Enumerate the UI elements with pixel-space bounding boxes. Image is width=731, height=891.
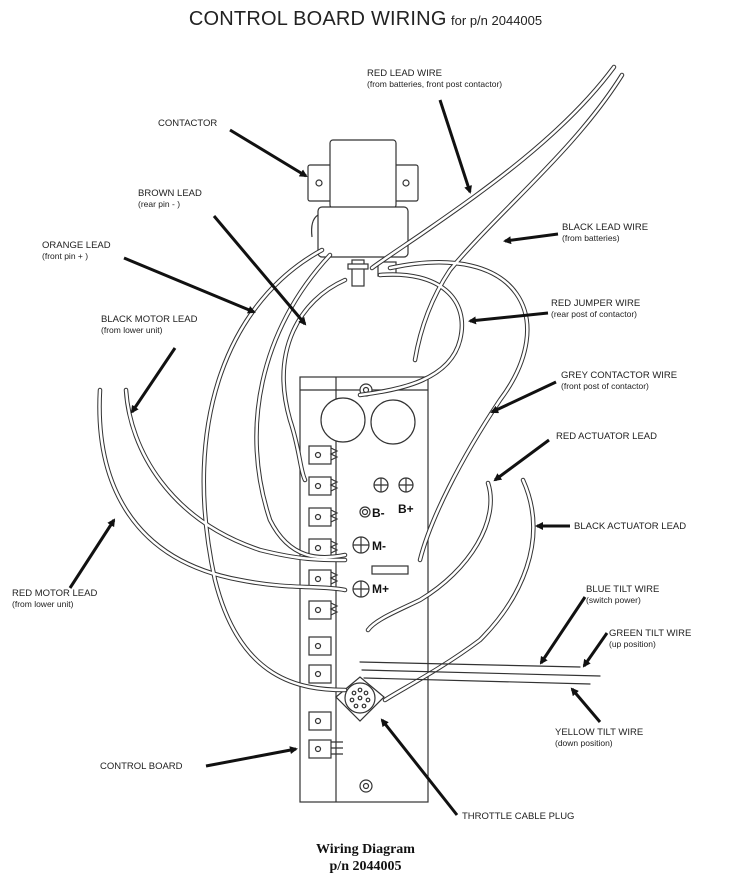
label-red-motor-lead-text: RED MOTOR LEAD (12, 588, 98, 599)
label-grey-contactor-wire-text: GREY CONTACTOR WIRE (561, 370, 678, 381)
label-control-board: CONTROL BOARD (100, 761, 183, 772)
throttle-cable-plug (335, 676, 385, 722)
label-black-lead-wire: BLACK LEAD WIRE(from batteries) (562, 222, 648, 244)
label-yellow-tilt-wire-text: YELLOW TILT WIRE (555, 727, 644, 738)
terminal-m-plus: M+ (372, 582, 390, 596)
title-suffix: for p/n 2044005 (451, 13, 543, 28)
blue-tilt-wire (359, 661, 581, 668)
label-yellow-tilt-wire-sub: (down position) (555, 738, 613, 748)
label-red-motor-lead: RED MOTOR LEAD(from lower unit) (12, 588, 97, 610)
label-black-lead-wire-text: BLACK LEAD WIRE (562, 222, 649, 233)
yellow-tilt-wire (363, 677, 591, 685)
label-contactor: CONTACTOR (158, 118, 217, 129)
terminal-b-minus: B- (372, 506, 385, 520)
label-red-motor-lead-sub: (from lower unit) (12, 599, 74, 609)
label-grey-contactor-wire: GREY CONTACTOR WIRE(front post of contac… (561, 370, 677, 392)
label-black-lead-wire-sub: (from batteries) (562, 233, 620, 243)
label-orange-lead-text: ORANGE LEAD (42, 240, 111, 251)
label-black-actuator-lead: BLACK ACTUATOR LEAD (574, 521, 686, 532)
terminal-m-minus: M- (372, 539, 386, 553)
label-blue-tilt-wire-text: BLUE TILT WIRE (586, 584, 660, 595)
label-brown-lead-text: BROWN LEAD (138, 188, 202, 199)
label-blue-tilt-wire: BLUE TILT WIRE(switch power) (586, 584, 659, 606)
label-red-lead-wire-text: RED LEAD WIRE (367, 68, 442, 79)
label-brown-lead: BROWN LEAD(rear pin - ) (138, 188, 202, 210)
wires (97, 64, 625, 703)
label-black-motor-lead: BLACK MOTOR LEAD(from lower unit) (101, 314, 197, 336)
label-throttle-cable-plug: THROTTLE CABLE PLUG (462, 811, 574, 822)
caption-line-2: p/n 2044005 (329, 859, 402, 874)
label-grey-contactor-wire-sub: (front post of contactor) (561, 381, 649, 391)
label-green-tilt-wire: GREEN TILT WIRE(up position) (609, 628, 691, 650)
label-contactor-text: CONTACTOR (158, 118, 218, 129)
label-yellow-tilt-wire: YELLOW TILT WIRE(down position) (555, 727, 643, 749)
label-black-motor-lead-sub: (from lower unit) (101, 325, 163, 335)
diagram-title: CONTROL BOARD WIRING for p/n 2044005 (0, 8, 731, 31)
label-red-lead-wire-sub: (from batteries, front post contactor) (367, 79, 503, 89)
green-tilt-wire (361, 669, 601, 677)
label-black-actuator-lead-text: BLACK ACTUATOR LEAD (574, 521, 687, 532)
label-green-tilt-wire-sub: (up position) (609, 639, 656, 649)
label-black-motor-lead-text: BLACK MOTOR LEAD (101, 314, 198, 325)
terminal-b-plus: B+ (398, 502, 414, 516)
label-orange-lead-sub: (front pin + ) (42, 251, 89, 261)
label-brown-lead-sub: (rear pin - ) (138, 199, 181, 209)
label-red-jumper-wire-sub: (rear post of contactor) (551, 309, 637, 319)
label-orange-lead: ORANGE LEAD(front pin + ) (42, 240, 111, 262)
title-main: CONTROL BOARD WIRING (188, 8, 447, 30)
label-green-tilt-wire-text: GREEN TILT WIRE (609, 628, 692, 639)
leader-arrows (68, 99, 609, 816)
label-red-jumper-wire-text: RED JUMPER WIRE (551, 298, 641, 309)
label-red-jumper-wire: RED JUMPER WIRE(rear post of contactor) (551, 298, 640, 320)
label-red-actuator-lead-text: RED ACTUATOR LEAD (556, 431, 658, 442)
label-throttle-cable-plug-text: THROTTLE CABLE PLUG (462, 811, 575, 822)
label-control-board-text: CONTROL BOARD (100, 761, 183, 772)
label-blue-tilt-wire-sub: (switch power) (586, 595, 641, 605)
caption-line-1: Wiring Diagram (316, 842, 415, 857)
label-red-actuator-lead: RED ACTUATOR LEAD (556, 431, 657, 442)
label-red-lead-wire: RED LEAD WIRE(from batteries, front post… (367, 68, 502, 90)
caption: Wiring Diagram p/n 2044005 (0, 841, 731, 875)
